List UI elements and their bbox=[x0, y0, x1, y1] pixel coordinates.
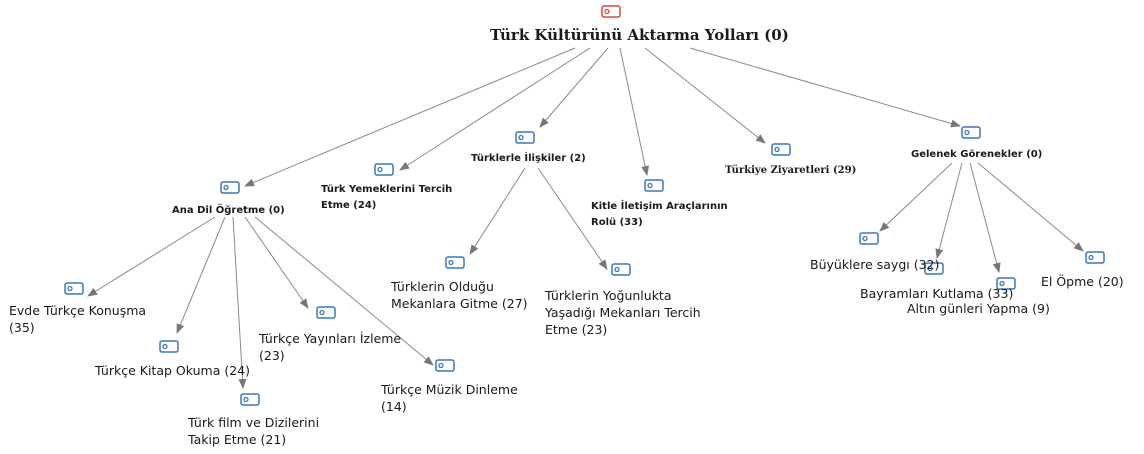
node-yemek-line1: Türk Yemeklerini Tercih bbox=[321, 184, 453, 195]
node-altin-label: Altın günleri Yapma (9) bbox=[907, 301, 1050, 316]
node-bayram-label: Bayramları Kutlama (33) bbox=[860, 286, 1014, 301]
code-tag-icon bbox=[859, 232, 879, 245]
code-tag-icon bbox=[771, 143, 791, 156]
node-kitap-label: Türkçe Kitap Okuma (24) bbox=[95, 363, 250, 378]
node-oldugu-line1: Türklerin Olduğu bbox=[391, 279, 494, 294]
code-tag-icon bbox=[316, 306, 336, 319]
node-iliskiler-label: Türklerle İlişkiler (2) bbox=[471, 153, 586, 164]
edge-root-to-iliskiler bbox=[539, 47, 609, 128]
code-tag-icon bbox=[515, 131, 535, 144]
edge-ana-dil-to-muzik bbox=[254, 216, 434, 366]
edge-root-to-kitle bbox=[619, 47, 650, 176]
node-film-line1: Türk film ve Dizilerini bbox=[188, 415, 320, 430]
node-oldugu-label: Türklerin Olduğu Mekanlara Gitme (27) bbox=[391, 278, 528, 312]
node-yemek-line2: Etme (24) bbox=[321, 200, 377, 211]
node-gelenek-label: Gelenek Görenekler (0) bbox=[911, 149, 1043, 160]
code-tag-icon bbox=[240, 393, 260, 406]
edge-gelenek-to-altin bbox=[969, 162, 1001, 273]
node-el-label: El Öpme (20) bbox=[1041, 274, 1124, 289]
node-evde-line2: (35) bbox=[9, 320, 35, 335]
edge-ana-dil-to-evde bbox=[87, 216, 216, 297]
code-tag-icon bbox=[924, 262, 944, 275]
edge-iliskiler-to-oldugu bbox=[469, 167, 526, 255]
code-tag-icon bbox=[159, 340, 179, 353]
node-ziyaret-label: Türkiye Ziyaretleri (29) bbox=[725, 165, 857, 176]
node-yogun-line3: Etme (23) bbox=[545, 322, 608, 337]
edge-ana-dil-to-film bbox=[232, 216, 247, 389]
node-muzik-line1: Türkçe Müzik Dinleme bbox=[381, 382, 518, 397]
node-yayin-line2: (23) bbox=[259, 348, 285, 363]
edge-ana-dil-to-kitap bbox=[176, 216, 226, 334]
node-oldugu-line2: Mekanlara Gitme (27) bbox=[391, 296, 528, 311]
code-tag-icon bbox=[1085, 251, 1105, 264]
node-yogun-line1: Türklerin Yoğunlukta bbox=[545, 288, 672, 303]
node-yogun-line2: Yaşadığı Mekanları Tercih bbox=[545, 305, 701, 320]
node-evde-line1: Evde Türkçe Konuşma bbox=[9, 303, 147, 318]
edge-root-to-ziyaret bbox=[644, 47, 766, 144]
code-tag-icon bbox=[961, 126, 981, 139]
edge-root-to-gelenek bbox=[689, 47, 961, 128]
root-node-label: Türk Kültürünü Aktarma Yolları (0) bbox=[490, 26, 789, 44]
code-tag-icon bbox=[374, 163, 394, 176]
code-tag-icon bbox=[64, 282, 84, 295]
code-tag-icon bbox=[220, 181, 240, 194]
node-evde-label: Evde Türkçe Konuşma (35) bbox=[9, 302, 146, 336]
node-film-label: Türk film ve Dizilerini Takip Etme (21) bbox=[188, 414, 319, 448]
code-tag-icon bbox=[611, 263, 631, 276]
node-film-line2: Takip Etme (21) bbox=[188, 432, 287, 447]
code-tag-icon bbox=[996, 277, 1016, 290]
edge-gelenek-to-buyukler bbox=[879, 162, 953, 232]
node-kitle-line2: Rolü (33) bbox=[591, 217, 643, 228]
node-kitle-label: Kitle İletişim Araçlarının Rolü (33) bbox=[591, 199, 728, 231]
node-yemek-label: Türk Yemeklerini Tercih Etme (24) bbox=[321, 182, 452, 214]
node-muzik-label: Türkçe Müzik Dinleme (14) bbox=[381, 381, 518, 415]
node-yayin-label: Türkçe Yayınları İzleme (23) bbox=[259, 330, 401, 364]
edge-root-to-ana-dil bbox=[244, 47, 576, 187]
code-tag-icon bbox=[435, 359, 455, 372]
node-kitle-line1: Kitle İletişim Araçlarının bbox=[591, 201, 728, 212]
edge-root-to-yemek bbox=[399, 47, 591, 171]
edge-gelenek-to-bayram bbox=[935, 162, 963, 259]
node-yogun-label: Türklerin Yoğunlukta Yaşadığı Mekanları … bbox=[545, 287, 701, 338]
edge-iliskiler-to-yogun bbox=[537, 167, 608, 270]
node-muzik-line2: (14) bbox=[381, 399, 407, 414]
edge-ana-dil-to-yayin bbox=[244, 216, 309, 309]
code-tag-icon bbox=[644, 179, 664, 192]
node-yayin-line1: Türkçe Yayınları İzleme bbox=[259, 331, 402, 346]
node-ana-dil-label: Ana Dil Öğretme (0) bbox=[172, 205, 285, 216]
edge-gelenek-to-el bbox=[977, 162, 1084, 252]
code-tag-icon bbox=[601, 5, 621, 18]
code-tag-icon bbox=[445, 256, 465, 269]
node-buyukler-label: Büyüklere saygı (32) bbox=[810, 257, 940, 272]
